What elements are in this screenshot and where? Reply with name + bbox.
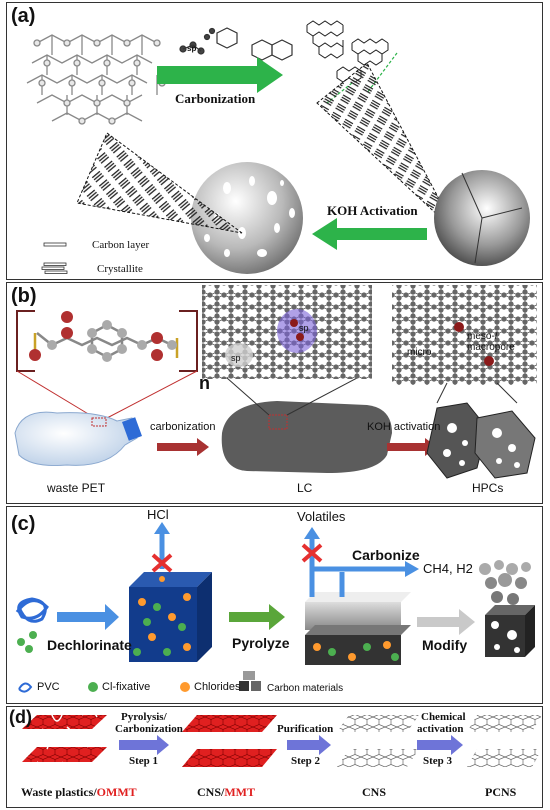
sp3-highlight xyxy=(277,309,317,353)
waste-plastics-caption: Waste plastics/OMMT xyxy=(21,785,137,800)
lc-label: LC xyxy=(297,481,313,495)
crystallite-label: Crystallite xyxy=(97,263,143,275)
hpc-lattice xyxy=(392,285,537,385)
carbonize-stack xyxy=(305,592,411,665)
polymer-network xyxy=(26,34,166,125)
carbon-spheres xyxy=(479,560,531,605)
koh-arrow-b xyxy=(387,438,437,456)
waste-pet-label: waste PET xyxy=(47,481,106,495)
step2-top: Purification xyxy=(277,723,334,735)
panel-b: (b) n carbonization KOH activation sp sp… xyxy=(6,282,543,504)
cl-fixative-legend-icon xyxy=(88,682,98,692)
n-label: n xyxy=(199,373,210,393)
cns-sheets xyxy=(337,715,419,767)
pyrolyze-arrow xyxy=(229,604,285,630)
carbonization-arrow-b xyxy=(157,438,209,456)
panel-a-graphics xyxy=(26,20,530,274)
hcl-label: HCl xyxy=(147,507,169,522)
sp-label: sp xyxy=(187,44,197,53)
panel-b-graphics xyxy=(14,285,537,479)
mmt-text: MMT xyxy=(224,785,255,799)
carbon-layer-legend-icon xyxy=(43,242,67,247)
ommt-text: OMMT xyxy=(96,785,137,799)
pyrolyze-label: Pyrolyze xyxy=(232,635,290,651)
step1-arrow xyxy=(119,735,169,755)
carbonization-label: Carbonization xyxy=(175,91,256,106)
panel-d: (d) Pyrolysis/ Carbonization Step 1 Puri… xyxy=(6,706,543,808)
pet-bottle xyxy=(14,411,138,466)
step1-mid: Carbonization xyxy=(115,723,183,735)
carbon-layer-label: Carbon layer xyxy=(92,239,150,251)
ommt-sheets xyxy=(22,708,107,778)
carbonize-label: Carbonize xyxy=(352,547,420,563)
panel-d-graphics xyxy=(22,708,542,778)
step1-top: Pyrolysis/ xyxy=(121,711,167,723)
cns-text: CNS/ xyxy=(197,785,225,799)
micro-label: micro xyxy=(407,347,432,358)
step2-arrow xyxy=(287,735,331,755)
porous-cube xyxy=(485,605,535,657)
crystallite-legend-icon xyxy=(41,262,68,274)
cns-mmt-sheets xyxy=(182,715,277,767)
dechlorinate-label: Dechlorinate xyxy=(47,637,132,653)
step1-bot: Step 1 xyxy=(129,755,159,767)
hpcs-label: HPCs xyxy=(472,481,504,495)
small-molecules xyxy=(179,27,293,61)
pvc-legend-label: PVC xyxy=(37,681,60,693)
step3-mid: activation xyxy=(417,723,464,735)
waste-plastics-text: Waste plastics/ xyxy=(21,785,97,799)
carbonization-label-b: carbonization xyxy=(150,421,216,433)
sp3-label: sp xyxy=(299,323,309,333)
carbonization-arrow xyxy=(157,57,283,93)
graphene-fragments xyxy=(306,20,389,83)
panel-d-label: (d) xyxy=(9,707,32,727)
koh-activation-arrow xyxy=(312,218,427,250)
koh-activation-label-b: KOH activation xyxy=(367,421,441,433)
chlorides-legend-label: Chlorides xyxy=(194,681,241,693)
panel-c-label: (c) xyxy=(11,513,36,535)
koh-activation-label: KOH Activation xyxy=(327,203,418,218)
crystallite-wedge-left xyxy=(76,132,243,234)
ch4-h2-label: CH4, H2 xyxy=(423,561,473,576)
hpc-blocks xyxy=(426,402,536,479)
panel-b-label: (b) xyxy=(11,285,37,307)
pcns-sheets xyxy=(467,715,542,767)
meso-macropore-label: meso-/ macropore xyxy=(467,331,515,353)
carbon-materials-legend-label: Carbon materials xyxy=(267,683,344,694)
modify-label: Modify xyxy=(422,637,468,653)
pet-monomer xyxy=(16,310,198,372)
porous-sphere xyxy=(191,162,303,274)
chlorides-legend-icon xyxy=(180,682,190,692)
volatiles-blocked-x xyxy=(301,543,323,563)
volatiles-label: Volatiles xyxy=(297,509,346,524)
sp2-label: sp xyxy=(231,353,241,363)
pvc-tangle xyxy=(15,597,49,623)
panel-a-label: (a) xyxy=(11,5,36,27)
pcns-caption: PCNS xyxy=(485,785,517,799)
dechlorinate-arrow xyxy=(57,604,119,630)
step3-bot: Step 3 xyxy=(423,755,453,767)
step3-top: Chemical xyxy=(421,711,466,723)
crystallite-wedge-top xyxy=(316,62,458,234)
cl-fixative-legend-label: Cl-fixative xyxy=(102,681,151,693)
step3-arrow xyxy=(417,735,463,755)
blue-cube xyxy=(129,572,212,662)
panel-c-graphics xyxy=(15,522,535,693)
hcl-blocked-x xyxy=(151,553,173,573)
carbon-materials-legend-icon xyxy=(239,671,261,691)
lc-block xyxy=(221,401,392,473)
panel-c: (c) HCl Volatiles Carbonize CH4, H2 Dech… xyxy=(6,506,543,704)
cns-caption: CNS xyxy=(362,785,387,799)
step2-bot: Step 2 xyxy=(291,755,321,767)
modify-arrow xyxy=(417,609,475,635)
panel-a: (a) sp Carbonization KOH Activation Carb… xyxy=(6,2,543,280)
pvc-legend-icon xyxy=(18,682,33,693)
cns-mmt-caption: CNS/MMT xyxy=(197,785,255,800)
